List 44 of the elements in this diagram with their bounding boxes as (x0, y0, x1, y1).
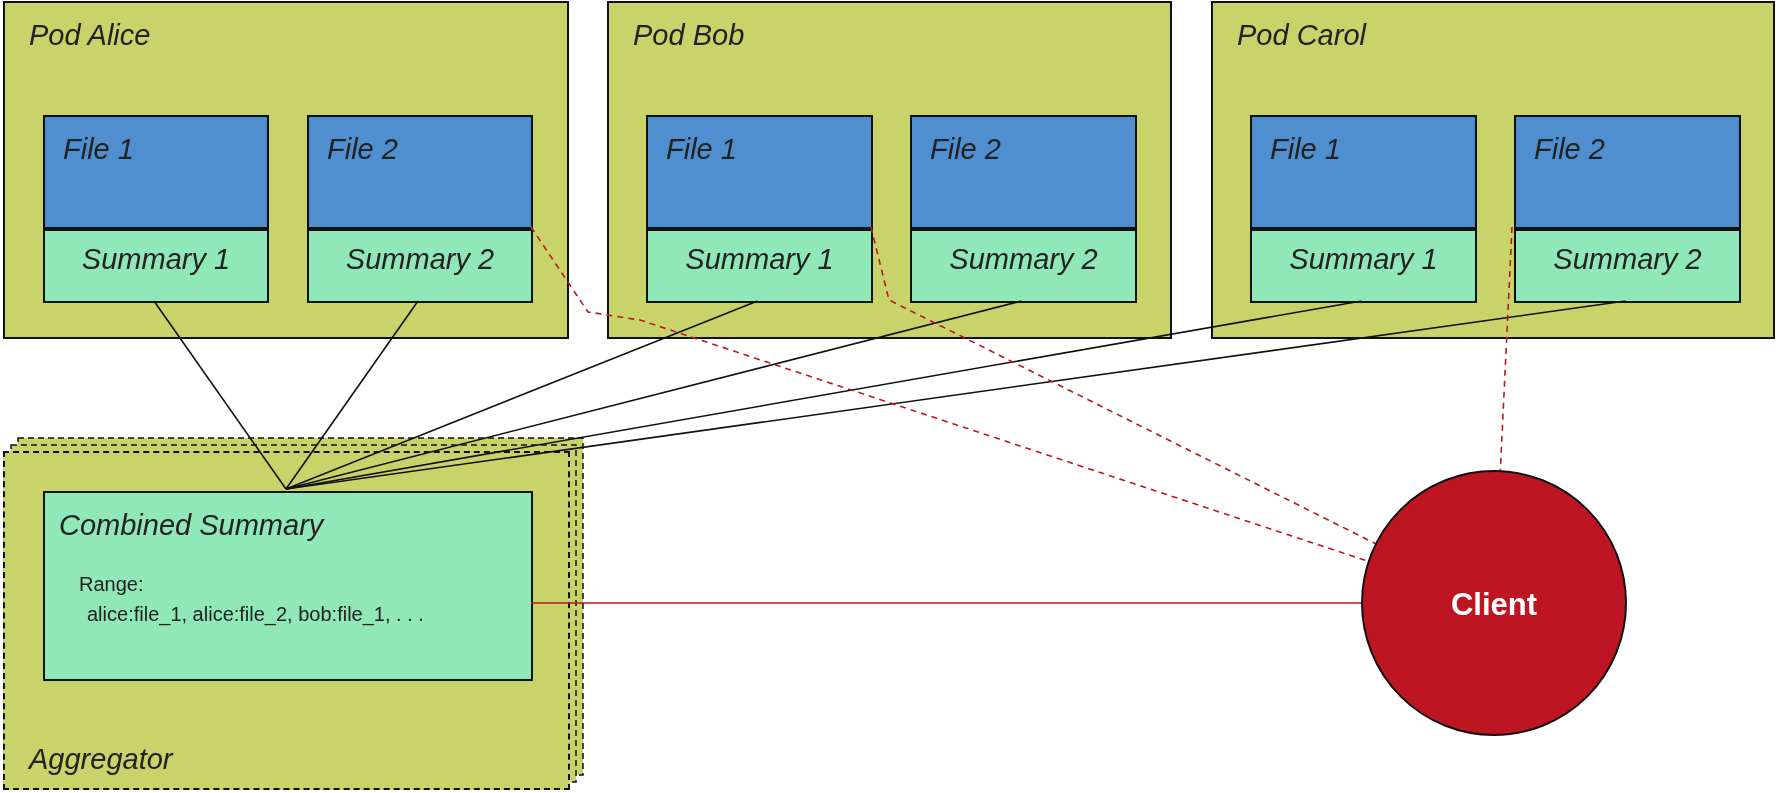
summary-box (910, 229, 1137, 303)
combined-summary-box (43, 491, 533, 681)
file-label: File 1 (666, 133, 737, 166)
pod-title: Pod Bob (633, 19, 745, 52)
summary-label: Summary 2 (1552, 243, 1703, 276)
range-label: Range: (79, 573, 144, 596)
pod-box (3, 1, 569, 339)
file-label: File 2 (930, 133, 1001, 166)
file-label: File 1 (63, 133, 134, 166)
file-label: File 2 (1534, 133, 1605, 166)
summary-label: Summary 1 (684, 243, 835, 276)
aggregator-box (3, 451, 570, 790)
connector-line (285, 300, 419, 490)
summary-label: Summary 1 (1288, 243, 1439, 276)
file-box (646, 115, 873, 229)
file-box (43, 115, 269, 229)
summary-label: Summary 2 (948, 243, 1099, 276)
aggregator-title: Aggregator (29, 743, 173, 776)
summary-box (307, 229, 533, 303)
summary-box (1250, 229, 1477, 303)
file-box (1250, 115, 1477, 229)
file-label: File 2 (327, 133, 398, 166)
summary-box (43, 229, 269, 303)
connector-line (285, 300, 1627, 490)
pod-title: Pod Carol (1237, 19, 1366, 52)
pod-title: Pod Alice (29, 19, 151, 52)
range-list: alice:file_1, alice:file_2, bob:file_1, . . . (87, 603, 424, 626)
connector-line (1499, 226, 1513, 471)
pod-box (607, 1, 1172, 339)
connector-line (530, 602, 1362, 604)
summary-box (646, 229, 873, 303)
client-label: Client (1449, 587, 1539, 623)
file-label: File 1 (1270, 133, 1341, 166)
connector-line (285, 300, 759, 490)
summary-box (1514, 229, 1741, 303)
connector-line (870, 226, 1376, 545)
combined-summary-title: Combined Summary (59, 509, 324, 542)
pod-box (1211, 1, 1775, 339)
file-box (307, 115, 533, 229)
summary-label: Summary 1 (80, 243, 232, 276)
file-box (910, 115, 1137, 229)
file-box (1514, 115, 1741, 229)
summary-label: Summary 2 (344, 243, 496, 276)
connector-line (153, 300, 287, 490)
